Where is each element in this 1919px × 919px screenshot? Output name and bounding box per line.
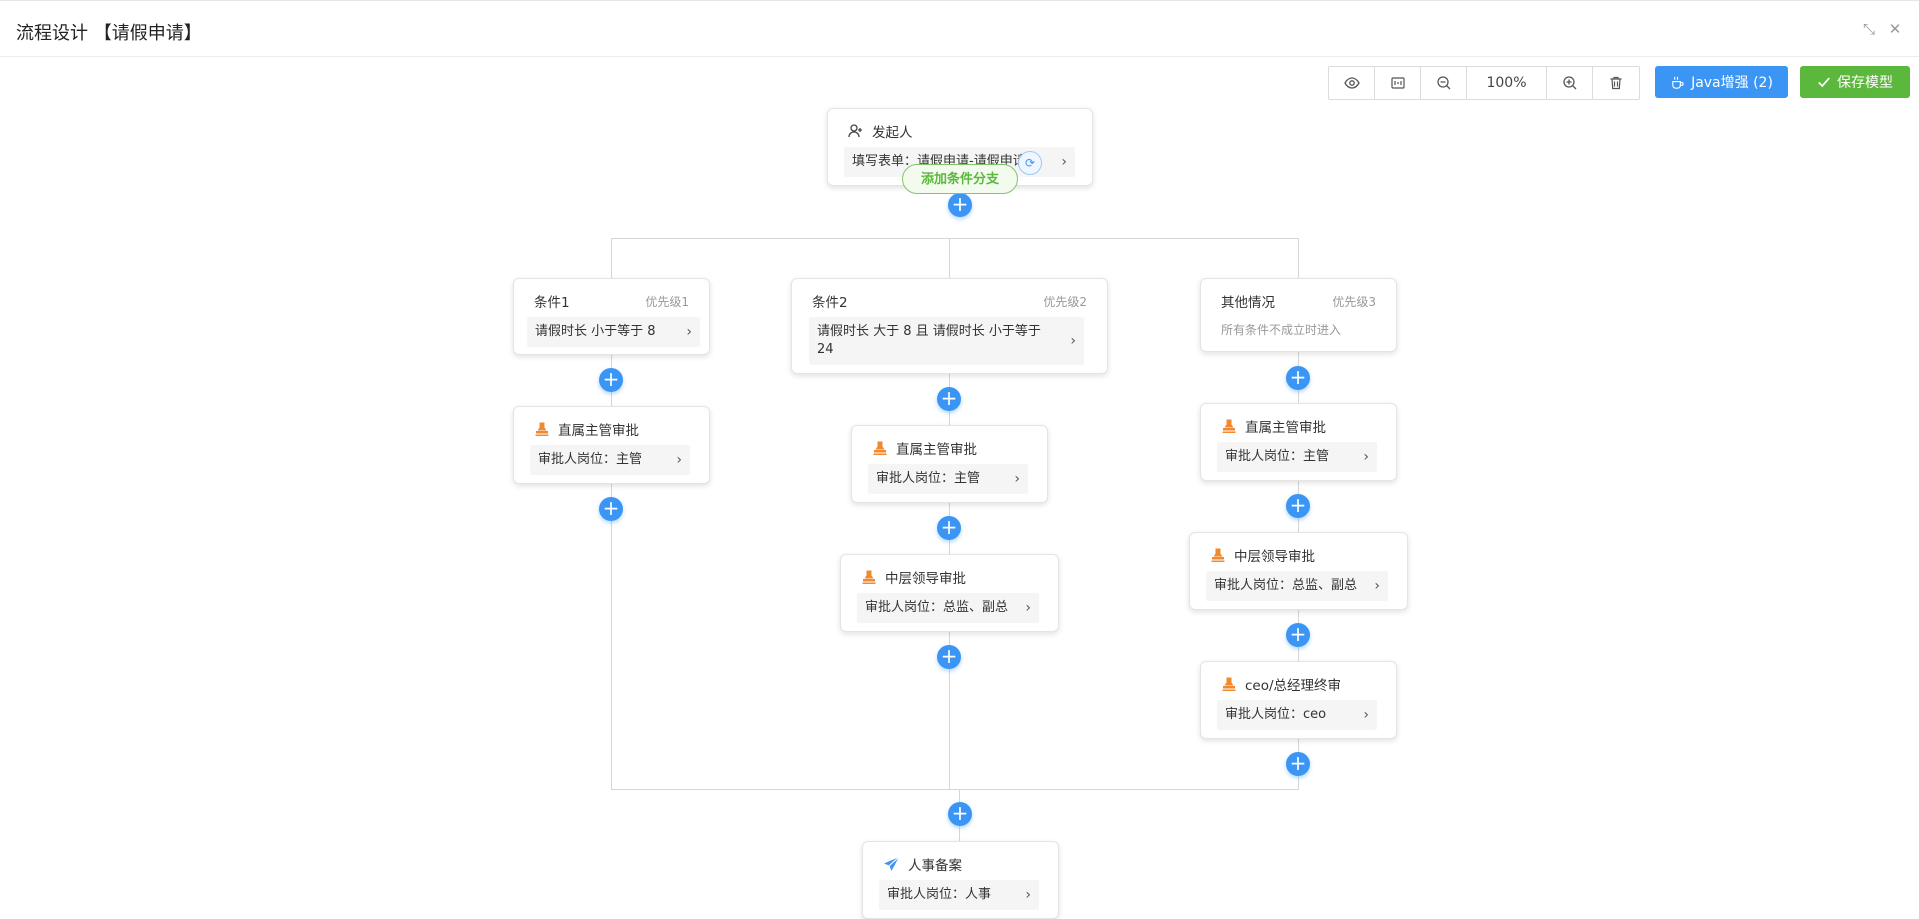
- stamp-icon: [1222, 419, 1236, 433]
- cc-node-hr[interactable]: 人事备案 审批人岗位：人事›: [862, 841, 1059, 919]
- delete-button[interactable]: [1593, 67, 1639, 99]
- add-node-button[interactable]: +: [1286, 752, 1310, 776]
- fit-icon: [1390, 77, 1405, 89]
- dialog-header: 流程设计 【请假申请】 ⤡ ✕: [0, 0, 1919, 57]
- branch1-line: [611, 355, 612, 790]
- node-detail[interactable]: 审批人岗位：主管›: [530, 445, 690, 475]
- chevron-right-icon: ›: [686, 324, 692, 340]
- add-node-button[interactable]: +: [1286, 623, 1310, 647]
- node-detail[interactable]: 审批人岗位：ceo›: [1217, 700, 1377, 730]
- user-add-icon: [848, 124, 862, 138]
- node-title: 条件1: [534, 295, 570, 311]
- condition-node-2[interactable]: 条件2 优先级2 请假时长 大于 8 且 请假时长 小于等于 24›: [791, 278, 1108, 374]
- save-model-label: 保存模型: [1837, 75, 1893, 91]
- minimize-icon[interactable]: ⤡: [1862, 20, 1875, 38]
- zoom-out-button[interactable]: [1421, 67, 1467, 99]
- priority-label: 优先级2: [1043, 295, 1087, 309]
- eye-icon: [1343, 77, 1360, 89]
- approval-node-middle[interactable]: 中层领导审批 审批人岗位：总监、副总›: [1189, 532, 1408, 610]
- trash-icon: [1610, 76, 1622, 90]
- node-title: 直属主管审批: [558, 423, 639, 439]
- node-title: 其他情况: [1221, 295, 1275, 311]
- node-detail[interactable]: 请假时长 大于 8 且 请假时长 小于等于 24›: [809, 317, 1084, 365]
- add-node-button[interactable]: +: [1286, 494, 1310, 518]
- check-icon: [1818, 77, 1830, 88]
- node-title: 直属主管审批: [896, 442, 977, 458]
- chevron-right-icon: ›: [1070, 333, 1076, 349]
- add-node-button[interactable]: +: [1286, 366, 1310, 390]
- add-node-button[interactable]: +: [937, 645, 961, 669]
- node-title: ceo/总经理终审: [1245, 678, 1342, 694]
- java-enhance-button[interactable]: Java增强 (2): [1655, 66, 1788, 98]
- add-node-button[interactable]: +: [599, 497, 623, 521]
- stamp-icon: [1222, 677, 1236, 691]
- add-node-button[interactable]: +: [937, 387, 961, 411]
- coffee-icon: [1672, 76, 1684, 89]
- branch-bottom-line: [611, 789, 1299, 790]
- zoom-out-icon: [1436, 76, 1450, 90]
- add-condition-branch-button[interactable]: 添加条件分支: [902, 164, 1018, 194]
- chevron-right-icon: ›: [1025, 887, 1031, 903]
- stamp-icon: [873, 441, 887, 455]
- priority-label: 优先级3: [1332, 295, 1376, 309]
- chevron-right-icon: ›: [1061, 154, 1067, 170]
- approval-node-middle[interactable]: 中层领导审批 审批人岗位：总监、副总›: [840, 554, 1059, 632]
- node-title: 中层领导审批: [885, 571, 966, 587]
- node-title: 条件2: [812, 295, 848, 311]
- chevron-right-icon: ›: [1374, 578, 1380, 594]
- approval-node-ceo[interactable]: ceo/总经理终审 审批人岗位：ceo›: [1200, 661, 1397, 739]
- node-detail[interactable]: 审批人岗位：主管›: [868, 464, 1028, 494]
- connector-line: [949, 238, 950, 278]
- stamp-icon: [1211, 548, 1225, 562]
- connector-line: [611, 238, 612, 278]
- chevron-right-icon: ›: [1363, 449, 1369, 465]
- save-model-button[interactable]: 保存模型: [1800, 66, 1910, 98]
- stamp-icon: [535, 422, 549, 436]
- node-detail[interactable]: 审批人岗位：人事›: [879, 880, 1039, 910]
- condition-node-other[interactable]: 其他情况 优先级3 所有条件不成立时进入: [1200, 278, 1397, 352]
- chevron-right-icon: ›: [1363, 707, 1369, 723]
- swap-icon[interactable]: ⟳: [1018, 151, 1042, 175]
- approval-node-manager[interactable]: 直属主管审批 审批人岗位：主管›: [513, 406, 710, 484]
- preview-button[interactable]: [1329, 67, 1375, 99]
- chevron-right-icon: ›: [676, 452, 682, 468]
- node-detail[interactable]: 请假时长 小于等于 8›: [527, 317, 700, 347]
- send-icon: [884, 856, 900, 871]
- fit-screen-button[interactable]: [1375, 67, 1421, 99]
- add-node-button[interactable]: +: [599, 368, 623, 392]
- node-detail[interactable]: 审批人岗位：总监、副总›: [1206, 571, 1388, 601]
- add-node-button[interactable]: +: [948, 193, 972, 217]
- close-icon[interactable]: ✕: [1888, 20, 1902, 38]
- condition-node-1[interactable]: 条件1 优先级1 请假时长 小于等于 8›: [513, 278, 710, 355]
- branch-top-line: [611, 238, 1298, 239]
- connector-line: [1298, 238, 1299, 278]
- node-title: 发起人: [872, 125, 913, 141]
- node-title: 人事备案: [908, 858, 962, 874]
- add-node-button[interactable]: +: [948, 802, 972, 826]
- chevron-right-icon: ›: [1014, 471, 1020, 487]
- java-enhance-label: Java增强 (2): [1691, 75, 1773, 91]
- node-title: 中层领导审批: [1234, 549, 1315, 565]
- approval-node-manager[interactable]: 直属主管审批 审批人岗位：主管›: [851, 425, 1048, 503]
- zoom-level: 100%: [1467, 67, 1547, 99]
- zoom-in-icon: [1562, 76, 1576, 90]
- node-detail[interactable]: 审批人岗位：总监、副总›: [857, 593, 1039, 623]
- add-node-button[interactable]: +: [937, 516, 961, 540]
- node-detail[interactable]: 审批人岗位：主管›: [1217, 442, 1377, 472]
- node-title: 直属主管审批: [1245, 420, 1326, 436]
- chevron-right-icon: ›: [1025, 600, 1031, 616]
- approval-node-manager[interactable]: 直属主管审批 审批人岗位：主管›: [1200, 403, 1397, 481]
- zoom-in-button[interactable]: [1547, 67, 1593, 99]
- node-description: 所有条件不成立时进入: [1221, 323, 1342, 337]
- priority-label: 优先级1: [645, 295, 689, 309]
- stamp-icon: [862, 570, 876, 584]
- page-title: 流程设计 【请假申请】: [16, 23, 202, 44]
- canvas-toolbar: 100%: [1328, 66, 1640, 100]
